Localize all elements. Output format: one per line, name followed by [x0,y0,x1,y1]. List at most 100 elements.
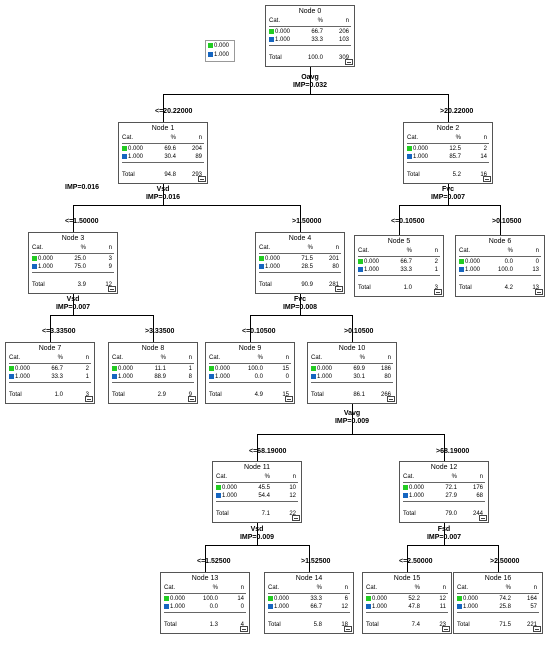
row-count: 12 [341,604,348,610]
total-count: 16 [480,172,487,178]
node-table-header: Cat.%n [112,354,194,363]
header-n: n [533,585,537,591]
row-count: 8 [188,374,192,380]
row-category-value: 1.000 [128,154,144,160]
node-chart-icon [108,286,116,292]
row-category: 1.000 [407,153,428,162]
row-category: 1.000 [459,266,480,275]
row-percent: 66.7 [311,29,323,35]
total-count: 3 [85,392,89,398]
row-category: 1.000 [209,373,230,382]
row-count: 201 [328,256,339,262]
node-chart-icon [387,396,395,402]
row-category: 0.000 [209,365,230,374]
node-chart-icon [434,289,442,295]
row-category-value: 1.000 [364,267,380,273]
category-swatch [112,374,117,379]
header-pct: % [160,355,166,361]
header-cat: Cat. [9,355,21,361]
row-percent: 100.0 [497,267,513,273]
row-category: 0.000 [112,365,133,374]
node-divider [32,253,114,254]
header-cat: Cat. [112,355,124,361]
row-category: 1.000 [403,492,424,501]
row-count: 164 [526,596,537,602]
row-category-value: 0.000 [222,485,238,491]
node-divider [269,26,351,27]
header-n: n [108,245,112,251]
row-category-value: 1.000 [274,604,290,610]
category-swatch [459,259,464,264]
total-label: Total [32,282,45,288]
connector-line [399,205,501,206]
total-label: Total [311,392,324,398]
connector-line [444,434,445,461]
branch-condition-right: >68.19000 [436,448,470,455]
total-count: 3 [434,285,438,291]
stray-imp-label: IMP=0.016 [65,184,100,191]
row-percent: 28.5 [301,264,313,270]
row-percent: 33.3 [311,37,323,43]
node-chart-icon [285,396,293,402]
category-swatch [112,366,117,371]
row-category-value: 1.000 [15,374,31,380]
connector-line [153,315,154,342]
total-percent: 1.0 [403,285,412,291]
row-category: 0.000 [269,28,290,37]
category-swatch [268,596,273,601]
row-count: 10 [289,485,296,491]
total-percent: 71.5 [499,622,511,628]
connector-line [205,545,310,546]
total-percent: 3.9 [77,282,86,288]
connector-line [257,434,258,461]
node-divider [122,143,204,144]
node-title: Node 1 [151,125,175,132]
header-cat: Cat. [459,248,471,254]
split-variable: Vavg [343,410,361,417]
category-swatch [259,256,264,261]
category-swatch [216,485,221,490]
legend-item: 0.000 [208,42,229,50]
connector-line [310,67,311,94]
row-category-value: 1.000 [372,604,388,610]
total-label: Total [403,511,416,517]
node-table-header: Cat.%n [358,247,440,256]
branch-condition-left: <=0.10500 [391,218,425,225]
header-n: n [85,355,89,361]
split-variable: Fvc [293,296,307,303]
branch-condition-right: >3.33500 [145,328,175,335]
row-category: 1.000 [366,603,387,612]
row-category: 0.000 [407,145,428,154]
header-pct: % [257,355,263,361]
row-category: 0.000 [268,595,289,604]
branch-condition-right: >1.52500 [301,558,331,565]
header-cat: Cat. [164,585,176,591]
header-cat: Cat. [259,245,271,251]
category-swatch [459,267,464,272]
node-chart-icon [344,626,352,632]
connector-line [257,523,258,545]
branch-condition-right: >1.50000 [292,218,322,225]
total-count: 309 [338,55,349,61]
header-pct: % [451,474,457,480]
node-divider [9,382,91,383]
node-chart-icon [240,626,248,632]
header-n: n [442,585,446,591]
header-pct: % [307,245,313,251]
